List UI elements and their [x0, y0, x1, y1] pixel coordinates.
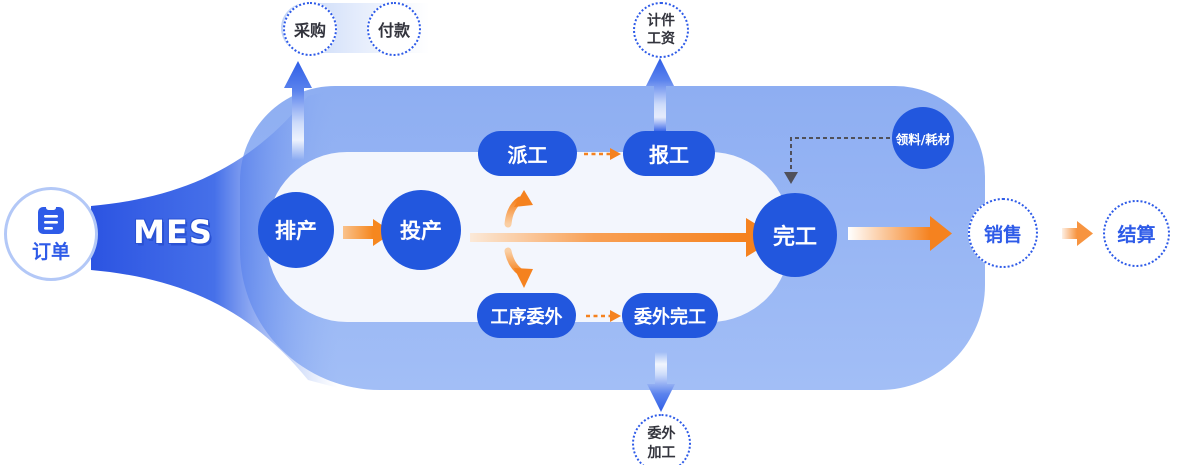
arrow-sales-to-settlement — [1062, 221, 1093, 246]
scheduling-label: 排产 — [275, 219, 317, 243]
order-label: 订单 — [31, 241, 70, 263]
process-outsourcing-label: 工序委外 — [490, 306, 563, 328]
complete-label: 完工 — [772, 225, 817, 250]
piece-wage-line2: 工资 — [647, 31, 675, 47]
payment-label: 付款 — [377, 21, 410, 40]
production-node: 投产 — [381, 190, 461, 270]
arrow-dispatch-to-report — [584, 148, 621, 160]
arrow-materials-to-complete — [784, 137, 890, 184]
arrow-up-to-procurement — [284, 61, 312, 160]
dispatch-node: 派工 — [478, 131, 577, 176]
production-label: 投产 — [400, 219, 442, 243]
materials-label: 领料/耗材 — [895, 131, 951, 147]
outsourced-processing-node: 委外 加工 — [632, 414, 691, 465]
process-outsourcing-node: 工序委外 — [477, 293, 576, 338]
order-node: 订单 — [4, 187, 98, 281]
arrow-outsourcing-to-complete — [586, 310, 621, 322]
work-report-label: 报工 — [649, 143, 689, 167]
outsourcing-complete-label: 委外完工 — [634, 306, 706, 328]
outsourced-processing-line2: 加工 — [647, 444, 676, 461]
arrow-complete-to-sales — [848, 216, 952, 251]
outsourced-processing-line1: 委外 — [647, 426, 676, 443]
piece-wage-line1: 计件 — [647, 12, 675, 29]
arrow-up-to-piece-wage-grad-fix — [646, 58, 674, 132]
arrow-curve-to-outsourcing — [504, 247, 533, 288]
piece-wage-node: 计件 工资 — [633, 2, 689, 58]
outsourcing-complete-node: 委外完工 — [622, 293, 718, 338]
dispatch-label: 派工 — [507, 143, 548, 167]
procurement-node: 采购 — [283, 2, 337, 56]
settlement-label: 结算 — [1117, 224, 1156, 246]
sales-node: 销售 — [968, 198, 1038, 268]
complete-node: 完工 — [753, 193, 837, 277]
materials-node: 领料/耗材 — [892, 107, 954, 169]
work-report-node: 报工 — [623, 131, 715, 176]
arrow-down-to-outsourced-processing — [647, 352, 675, 412]
mes-label: MES — [133, 213, 213, 251]
arrow-curve-to-dispatch — [504, 190, 533, 228]
settlement-node: 结算 — [1103, 200, 1170, 267]
sales-label: 销售 — [983, 223, 1022, 246]
clipboard-icon — [38, 204, 64, 234]
procurement-label: 采购 — [293, 21, 326, 40]
scheduling-node: 排产 — [258, 192, 334, 268]
mes-funnel-shape — [91, 88, 338, 388]
payment-node: 付款 — [367, 2, 421, 56]
